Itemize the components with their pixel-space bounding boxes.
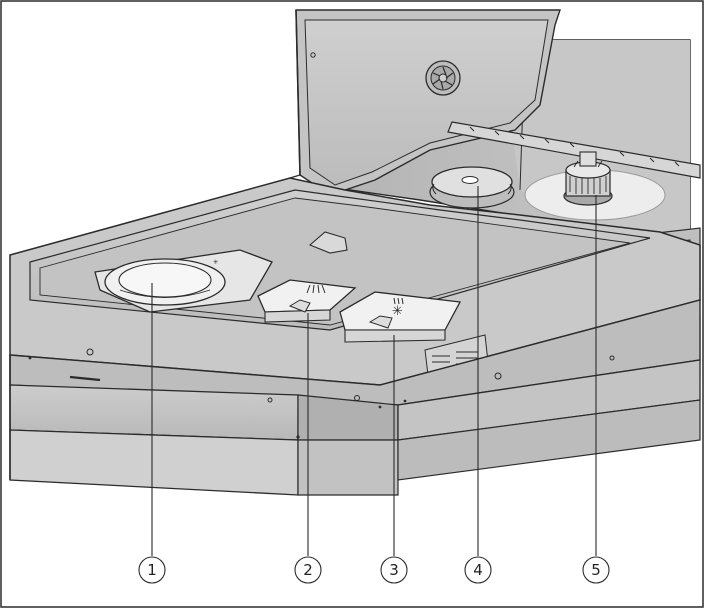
callout-label: 4 xyxy=(473,561,483,579)
callout-leaders xyxy=(151,186,597,556)
callout-3: 3 xyxy=(380,556,408,584)
callout-1: 1 xyxy=(138,556,166,584)
front-screw-icon xyxy=(86,348,94,356)
detergent-dispenser-main xyxy=(257,279,357,323)
door-latch-catch xyxy=(308,231,348,254)
door-screw-icon xyxy=(310,52,316,58)
spray-arm xyxy=(447,121,701,179)
salt-container-cap xyxy=(429,166,515,209)
door-front-panel xyxy=(9,299,701,496)
callout-label: 3 xyxy=(389,561,399,579)
svg-text:✳: ✳ xyxy=(213,259,218,266)
callout-5: 5 xyxy=(582,556,610,584)
callout-label: 1 xyxy=(147,561,157,579)
vent-fan-icon xyxy=(425,60,461,96)
door-top-panel xyxy=(295,9,561,196)
callout-2: 2 xyxy=(294,556,322,584)
detergent-dispenser-prewash: ✳ xyxy=(339,291,462,343)
rinse-aid-dispenser: ✳ xyxy=(94,249,273,313)
callout-label: 5 xyxy=(591,561,601,579)
filter-combination xyxy=(524,151,666,221)
callout-label: 2 xyxy=(303,561,313,579)
callout-4: 4 xyxy=(464,556,492,584)
svg-text:✳: ✳ xyxy=(392,304,403,319)
